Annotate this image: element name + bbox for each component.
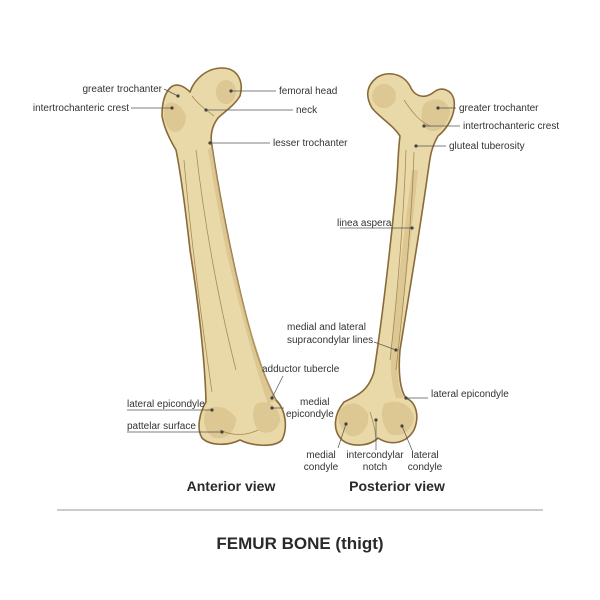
page-title: FEMUR BONE (thigt) (216, 534, 383, 553)
posterior-femur (334, 73, 456, 446)
label-intercondylar-notch-line2: notch (363, 462, 387, 473)
label-supracondylar-line2: supracondylar lines (287, 335, 373, 346)
label-anterior-greater-trochanter: greater trochanter (83, 84, 163, 95)
label-femoral-head: femoral head (279, 86, 337, 97)
label-anterior-lateral-epicondyle: lateral epicondyle (127, 399, 205, 410)
label-medial-condyle-line1: medial (306, 450, 335, 461)
label-intercondylar-notch-line1: intercondylar (346, 450, 404, 461)
label-neck: neck (296, 105, 318, 116)
label-lateral-condyle-line2: condyle (408, 462, 443, 473)
label-medial-epicondyle-line2: epicondyle (286, 409, 334, 420)
caption-posterior-view: Posterior view (349, 478, 445, 494)
label-lateral-condyle-line1: lateral (411, 450, 438, 461)
posterior-femur-bone (334, 73, 456, 446)
label-medial-condyle-line2: condyle (304, 462, 339, 473)
label-gluteal-tuberosity: gluteal tuberosity (449, 141, 525, 152)
posterior-leaders (337, 106, 460, 451)
anterior-leaders (127, 88, 293, 434)
label-patellar-surface: pattelar surface (127, 421, 196, 432)
anterior-femur (161, 67, 287, 447)
label-linea-aspera: linea aspera (337, 218, 392, 229)
caption-anterior-view: Anterior view (187, 478, 276, 494)
label-posterior-intertrochanteric-crest: intertrochanteric crest (463, 121, 559, 132)
label-posterior-lateral-epicondyle: lateral epicondyle (431, 389, 509, 400)
label-medial-epicondyle-line1: medial (300, 397, 329, 408)
label-supracondylar-line1: medial and lateral (287, 322, 366, 333)
label-lesser-trochanter: lesser trochanter (273, 138, 348, 149)
label-adductor-tubercle: adductor tubercle (262, 364, 340, 375)
label-posterior-greater-trochanter: greater trochanter (459, 103, 539, 114)
label-anterior-intertrochanteric-crest: intertrochanteric crest (33, 103, 129, 114)
